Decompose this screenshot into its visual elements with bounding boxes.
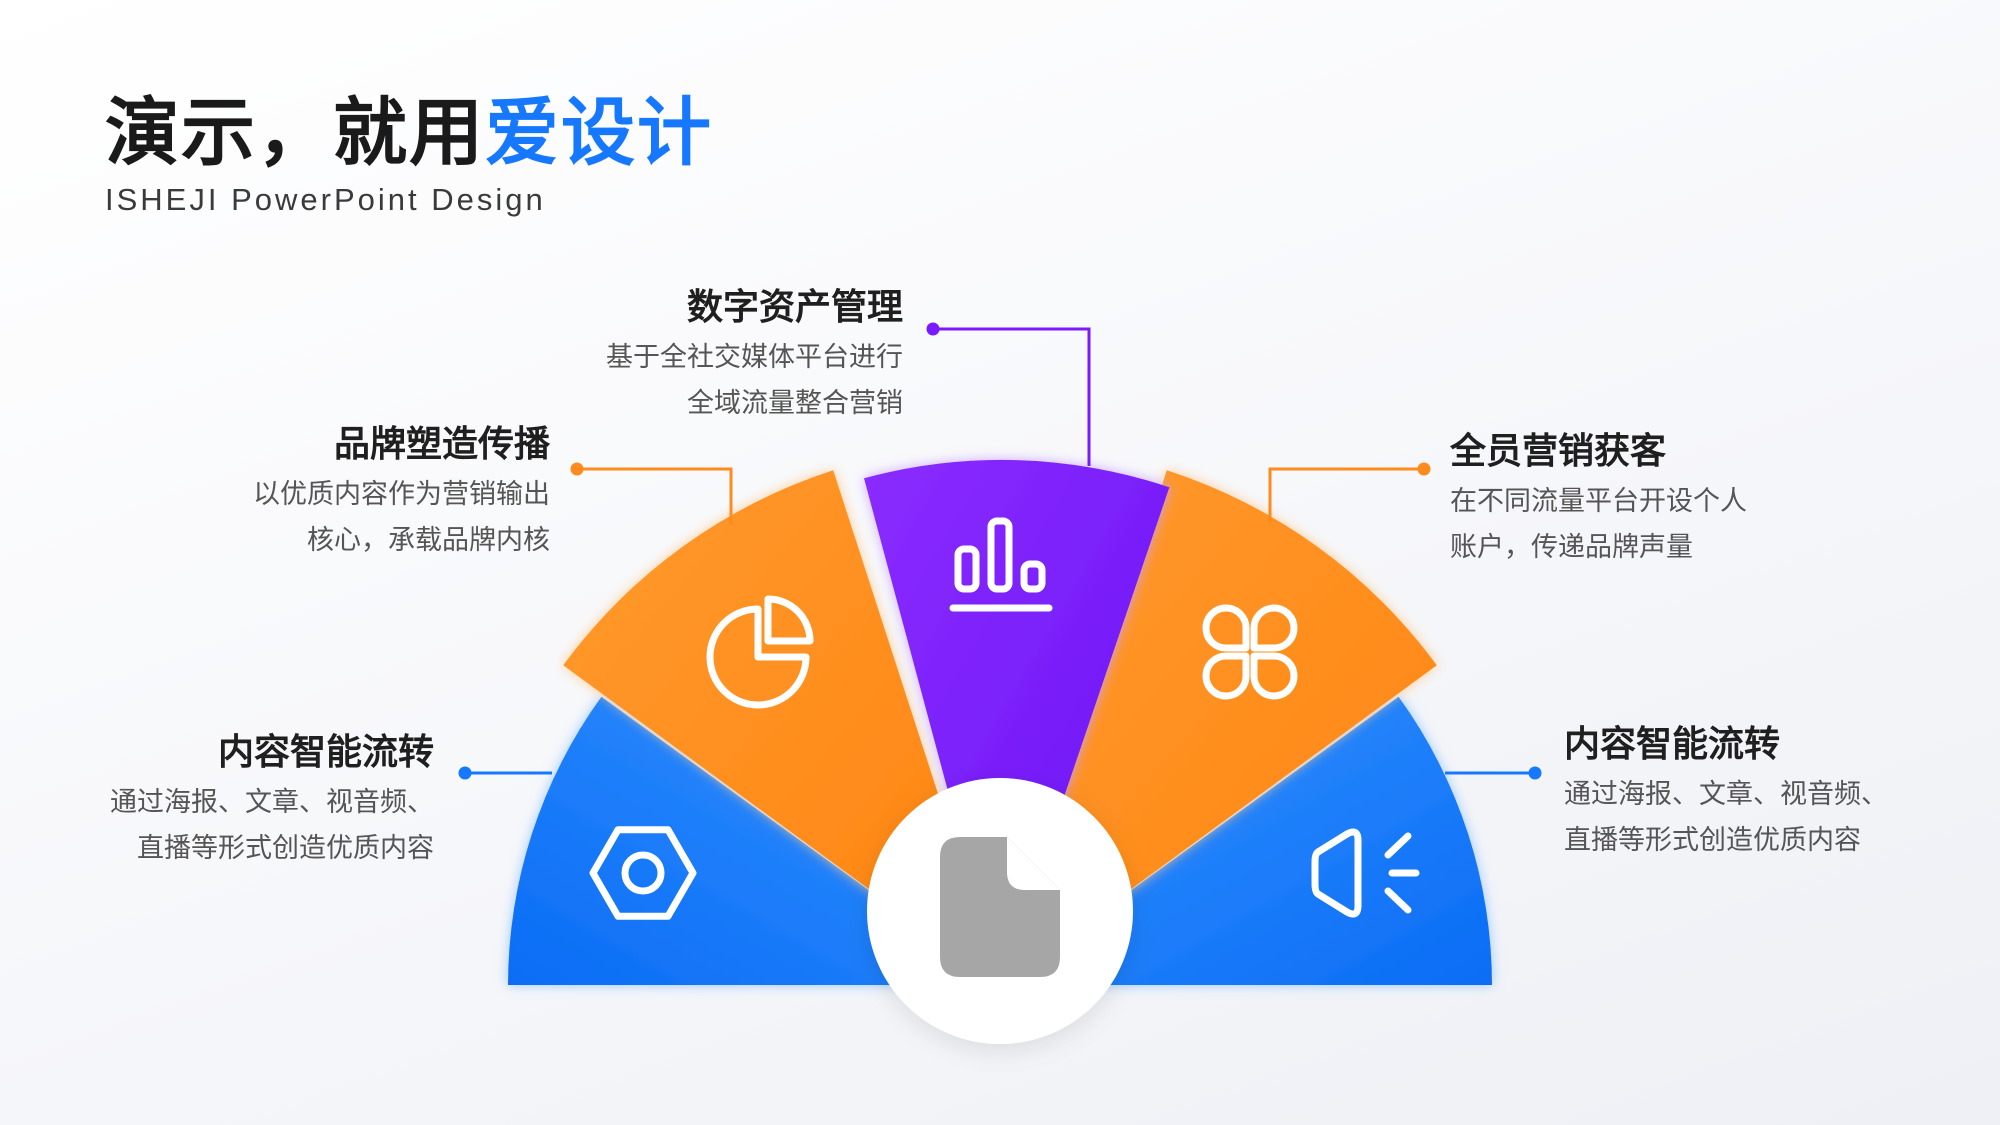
- label-title: 内容智能流转: [217, 732, 434, 773]
- label-title: 全员营销获客: [1450, 431, 1667, 472]
- label-desc-line: 核心，承载品牌内核: [307, 525, 550, 556]
- connector-segment-1: [458, 766, 552, 780]
- label-desc-line: 在不同流量平台开设个人: [1450, 486, 1747, 517]
- hexagon-nut-icon: [589, 826, 697, 920]
- title-accent: 爱设计: [485, 90, 713, 176]
- connector-segment-4: [1268, 462, 1431, 525]
- connector-segment-3: [926, 322, 1091, 466]
- speaker-icon: [1311, 828, 1420, 918]
- four-petal-icon: [1202, 604, 1298, 700]
- label-desc-line: 全域流量整合营销: [687, 388, 903, 419]
- connector-segment-5: [1445, 766, 1542, 780]
- bar-chart-icon: [949, 517, 1053, 612]
- label-title: 数字资产管理: [686, 287, 903, 328]
- label-desc-line: 以优质内容作为营销输出: [253, 479, 550, 510]
- page-title: 演示，就用爱设计: [105, 88, 713, 178]
- label-segment-5: 内容智能流转 通过海报、文章、视音频、 直播等形式创造优质内容: [1564, 720, 1888, 864]
- label-desc-line: 通过海报、文章、视音频、: [1564, 779, 1888, 810]
- document-icon: [940, 837, 1060, 977]
- segment-purple: [864, 459, 1170, 986]
- connector-segment-2: [570, 462, 733, 525]
- page-header: 演示，就用爱设计 ISHEJI PowerPoint Design: [105, 88, 713, 218]
- label-desc-line: 直播等形式创造优质内容: [137, 833, 434, 864]
- label-desc-line: 基于全社交媒体平台进行: [606, 342, 903, 373]
- label-title: 品牌塑造传播: [333, 424, 550, 465]
- label-segment-2: 品牌塑造传播 以优质内容作为营销输出 核心，承载品牌内核: [253, 420, 550, 564]
- label-segment-4: 全员营销获客 在不同流量平台开设个人 账户，传递品牌声量: [1450, 427, 1747, 571]
- label-desc-line: 账户，传递品牌声量: [1450, 532, 1693, 563]
- label-segment-3: 数字资产管理 基于全社交媒体平台进行 全域流量整合营销: [606, 283, 903, 427]
- title-main: 演示，就用: [105, 90, 485, 176]
- pie-chart-icon: [706, 595, 814, 709]
- label-title: 内容智能流转: [1564, 724, 1781, 765]
- label-desc-line: 直播等形式创造优质内容: [1564, 825, 1861, 856]
- page-subtitle: ISHEJI PowerPoint Design: [105, 182, 546, 217]
- label-segment-1: 内容智能流转 通过海报、文章、视音频、 直播等形式创造优质内容: [110, 728, 434, 872]
- label-desc-line: 通过海报、文章、视音频、: [110, 787, 434, 818]
